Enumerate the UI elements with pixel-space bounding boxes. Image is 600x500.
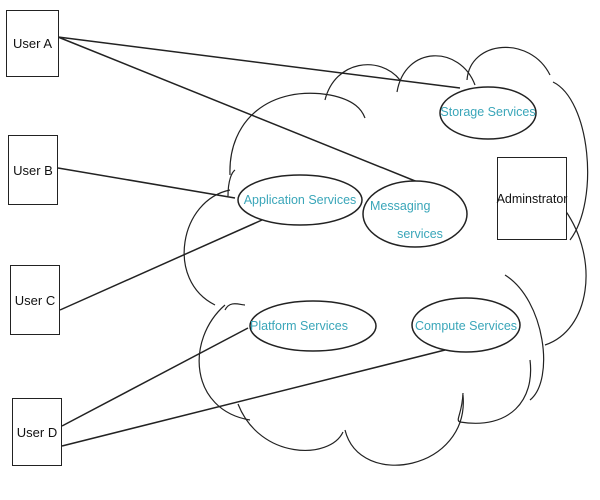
user-a-box[interactable]: User A	[6, 10, 59, 77]
user-b-box[interactable]: User B	[8, 135, 58, 205]
storage-services-label: Storage Services	[440, 105, 536, 119]
administrator-box[interactable]: Adminstrator	[497, 157, 567, 240]
messaging-services-ellipse	[362, 180, 468, 248]
cloud-arc	[344, 394, 464, 466]
cloud-arc	[466, 46, 551, 81]
cloud-arc	[198, 304, 251, 421]
connection-user-d-compute	[61, 349, 446, 447]
user-d-box[interactable]: User D	[12, 398, 62, 466]
messaging-services-label-line2: services	[397, 227, 443, 241]
connection-user-a-storage	[57, 36, 461, 89]
cloud-arc	[183, 189, 231, 306]
cloud-arc	[552, 81, 589, 241]
cloud-arc	[457, 359, 532, 424]
service-ellipses	[237, 86, 537, 353]
connections	[57, 36, 461, 447]
application-services-label: Application Services	[243, 193, 357, 207]
user-c-box[interactable]: User C	[10, 265, 60, 335]
cloud-arc	[396, 55, 476, 93]
cloud-arc	[504, 274, 545, 401]
cloud-arc	[224, 303, 246, 311]
user-a-label: User A	[12, 36, 52, 51]
connection-user-c-application	[59, 219, 263, 311]
platform-services-ellipse	[249, 300, 377, 352]
connection-user-b-application	[57, 167, 236, 199]
user-c-label: User C	[14, 292, 56, 308]
connection-user-a-messaging	[57, 36, 431, 188]
compute-services-label: Compute Services	[414, 319, 518, 333]
application-services-ellipse	[237, 174, 363, 226]
cloud-arc	[324, 64, 401, 101]
user-d-label: User D	[16, 424, 58, 440]
connection-user-d-platform	[61, 327, 249, 427]
cloud-arc	[227, 169, 236, 197]
administrator-label: Adminstrator	[496, 191, 568, 206]
cloud-arc	[229, 92, 366, 176]
cloud-arc	[544, 209, 587, 346]
messaging-services-label-line1: Messaging	[370, 199, 431, 213]
cloud-outline	[183, 46, 589, 466]
cloud-arc	[237, 403, 344, 451]
platform-services-label: Platform Services	[250, 319, 348, 333]
storage-services-ellipse	[439, 86, 537, 140]
compute-services-ellipse	[411, 297, 521, 353]
user-b-label: User B	[13, 162, 53, 178]
